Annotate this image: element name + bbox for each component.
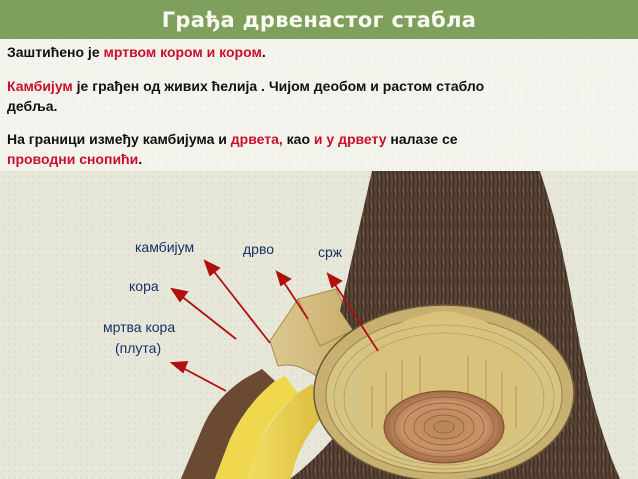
arrow-heartwood	[333, 282, 379, 352]
bark-layer	[214, 376, 298, 479]
paragraph-cambium: Камбијум је грађен од живих ћелија . Чиј…	[7, 76, 627, 116]
p3-text-c: налазе се	[386, 131, 458, 147]
p2-text-b: дебља.	[7, 98, 58, 114]
label-heartwood: срж	[318, 244, 343, 260]
p3-highlight-bundles: проводни снопићи	[7, 151, 139, 167]
label-dead-bark-cork: (плута)	[115, 340, 162, 356]
arrow-dead-bark	[180, 366, 227, 392]
p1-highlight: мртвом кором и кором	[103, 44, 262, 60]
label-cambium: камбијум	[135, 239, 195, 255]
p1-text-b: .	[261, 44, 266, 60]
p2-text-a: је грађен од живих ћелија . Чијом деобом…	[72, 78, 485, 94]
label-dead-bark: мртва кора	[103, 319, 176, 335]
slide-title: Грађа дрвенастог стабла	[161, 7, 477, 32]
text-panel: Заштићено је мртвом кором и кором. Камби…	[0, 39, 638, 171]
arrow-cambium	[211, 268, 271, 344]
p3-text-d: .	[138, 151, 143, 167]
title-bar: Грађа дрвенастог стабла	[0, 0, 638, 39]
paragraph-protection: Заштићено је мртвом кором и кором.	[7, 42, 627, 62]
label-bark: кора	[129, 278, 159, 294]
dead-bark-layer	[180, 369, 275, 479]
trunk-diagram	[169, 171, 620, 479]
p2-highlight: Камбијум	[7, 78, 73, 94]
p3-highlight-wood: дрвета,	[230, 131, 283, 147]
p3-text-a: На граници између камбијума и	[7, 131, 231, 147]
pointer-arrows	[169, 259, 379, 392]
arrow-bark	[179, 294, 237, 340]
label-wood: дрво	[243, 241, 275, 257]
p3-text-b: као	[282, 131, 314, 147]
heartwood-disc	[383, 390, 505, 464]
p1-text-a: Заштићено је	[7, 44, 104, 60]
paragraph-vascular: На граници између камбијума и дрвета, ка…	[7, 129, 627, 169]
arrow-wood	[282, 280, 309, 320]
cambium-layer	[246, 384, 332, 479]
p3-highlight-inwood: и у дрвету	[313, 131, 387, 147]
